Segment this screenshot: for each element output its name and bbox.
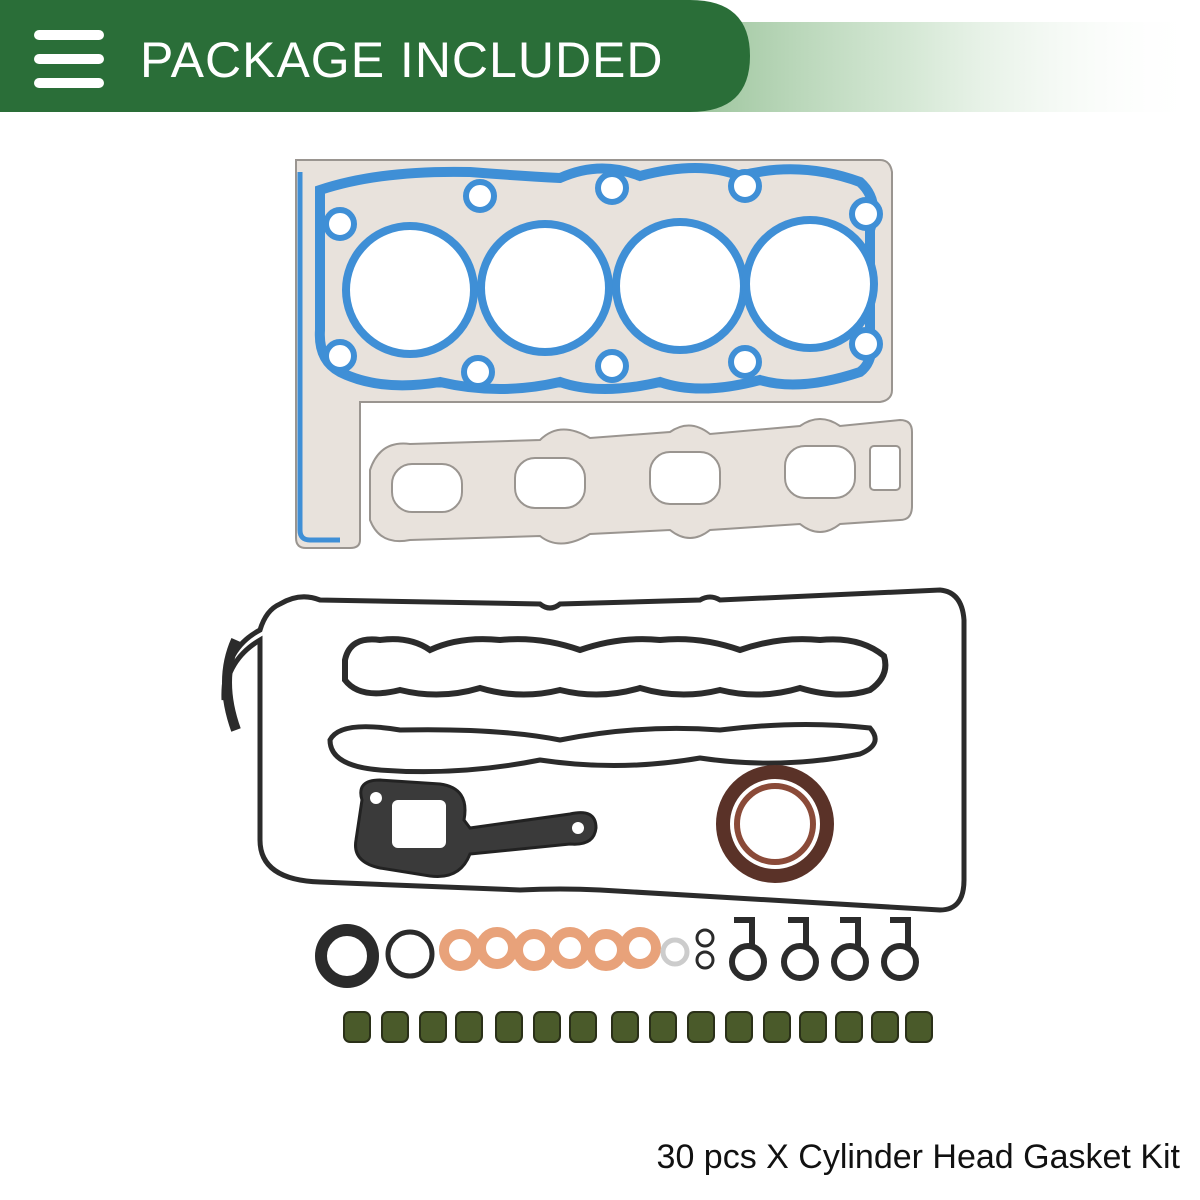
intake-manifold-gasket xyxy=(342,636,889,698)
exhaust-manifold-gasket xyxy=(369,418,913,545)
banner-background xyxy=(0,0,1200,112)
valve-cover-gasket xyxy=(221,587,967,913)
valve-stem-seals xyxy=(343,1011,933,1043)
banner-title: PACKAGE INCLUDED xyxy=(140,32,664,88)
package-included-banner: PACKAGE INCLUDED xyxy=(0,0,1200,112)
water-pump-gasket xyxy=(354,778,598,879)
gasket-kit-image xyxy=(221,159,967,1043)
head-gasket xyxy=(295,159,893,549)
kit-caption: 30 pcs X Cylinder Head Gasket Kit xyxy=(656,1138,1180,1176)
menu-icon xyxy=(34,30,104,88)
crankshaft-seal xyxy=(716,765,834,883)
small-seals-row xyxy=(315,917,919,988)
thin-strip-gasket xyxy=(327,721,878,775)
